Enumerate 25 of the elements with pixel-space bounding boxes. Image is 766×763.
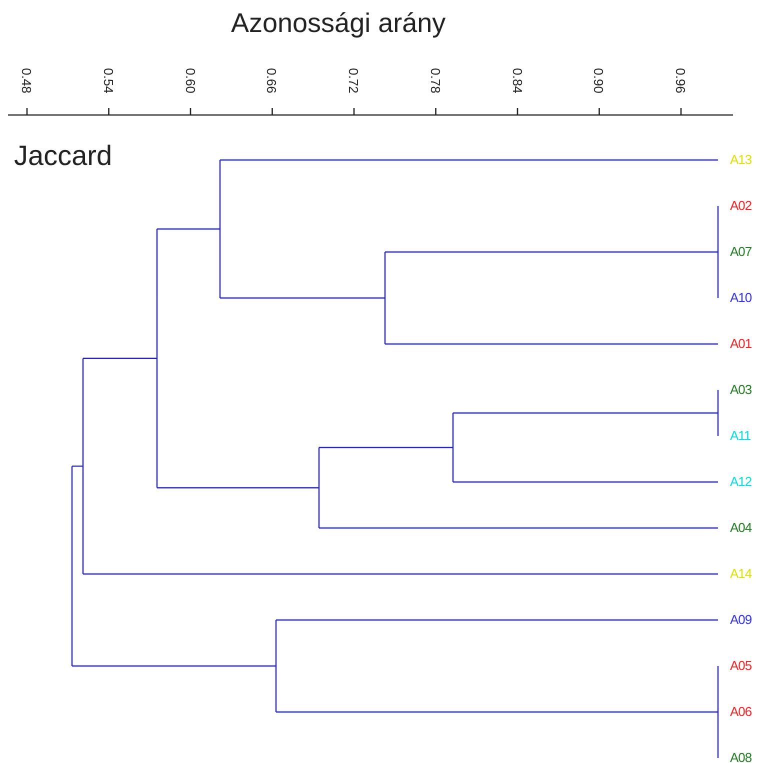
leaf-label: A01	[730, 336, 752, 351]
leaf-label: A03	[730, 382, 752, 397]
leaf-label: A08	[730, 750, 752, 763]
tick-label: 0.48	[19, 68, 34, 94]
tick-label: 0.84	[510, 68, 524, 94]
leaf-label: A14	[730, 566, 752, 581]
leaf-label: A04	[730, 520, 752, 535]
leaf-label: A09	[730, 612, 752, 627]
tick-label: 0.72	[346, 68, 361, 94]
leaf-label: A13	[730, 152, 752, 167]
tick-label: 0.66	[264, 68, 280, 94]
method-label: Jaccard	[14, 140, 112, 172]
leaf-label: A12	[730, 474, 752, 489]
leaf-label: A11	[730, 428, 751, 443]
tick-label: 0.54	[100, 68, 116, 94]
leaf-label: A10	[730, 290, 752, 305]
leaf-label: A05	[730, 658, 752, 673]
tick-label: 0.60	[182, 68, 198, 94]
axis-title: Azonossági arány	[230, 8, 446, 39]
leaf-label: A06	[730, 704, 752, 719]
tick-label: 0.90	[591, 68, 606, 94]
leaf-label: A07	[730, 244, 752, 259]
leaf-label: A02	[730, 198, 752, 213]
tick-label: 0.96	[673, 68, 688, 94]
tick-label: 0.78	[428, 68, 443, 94]
